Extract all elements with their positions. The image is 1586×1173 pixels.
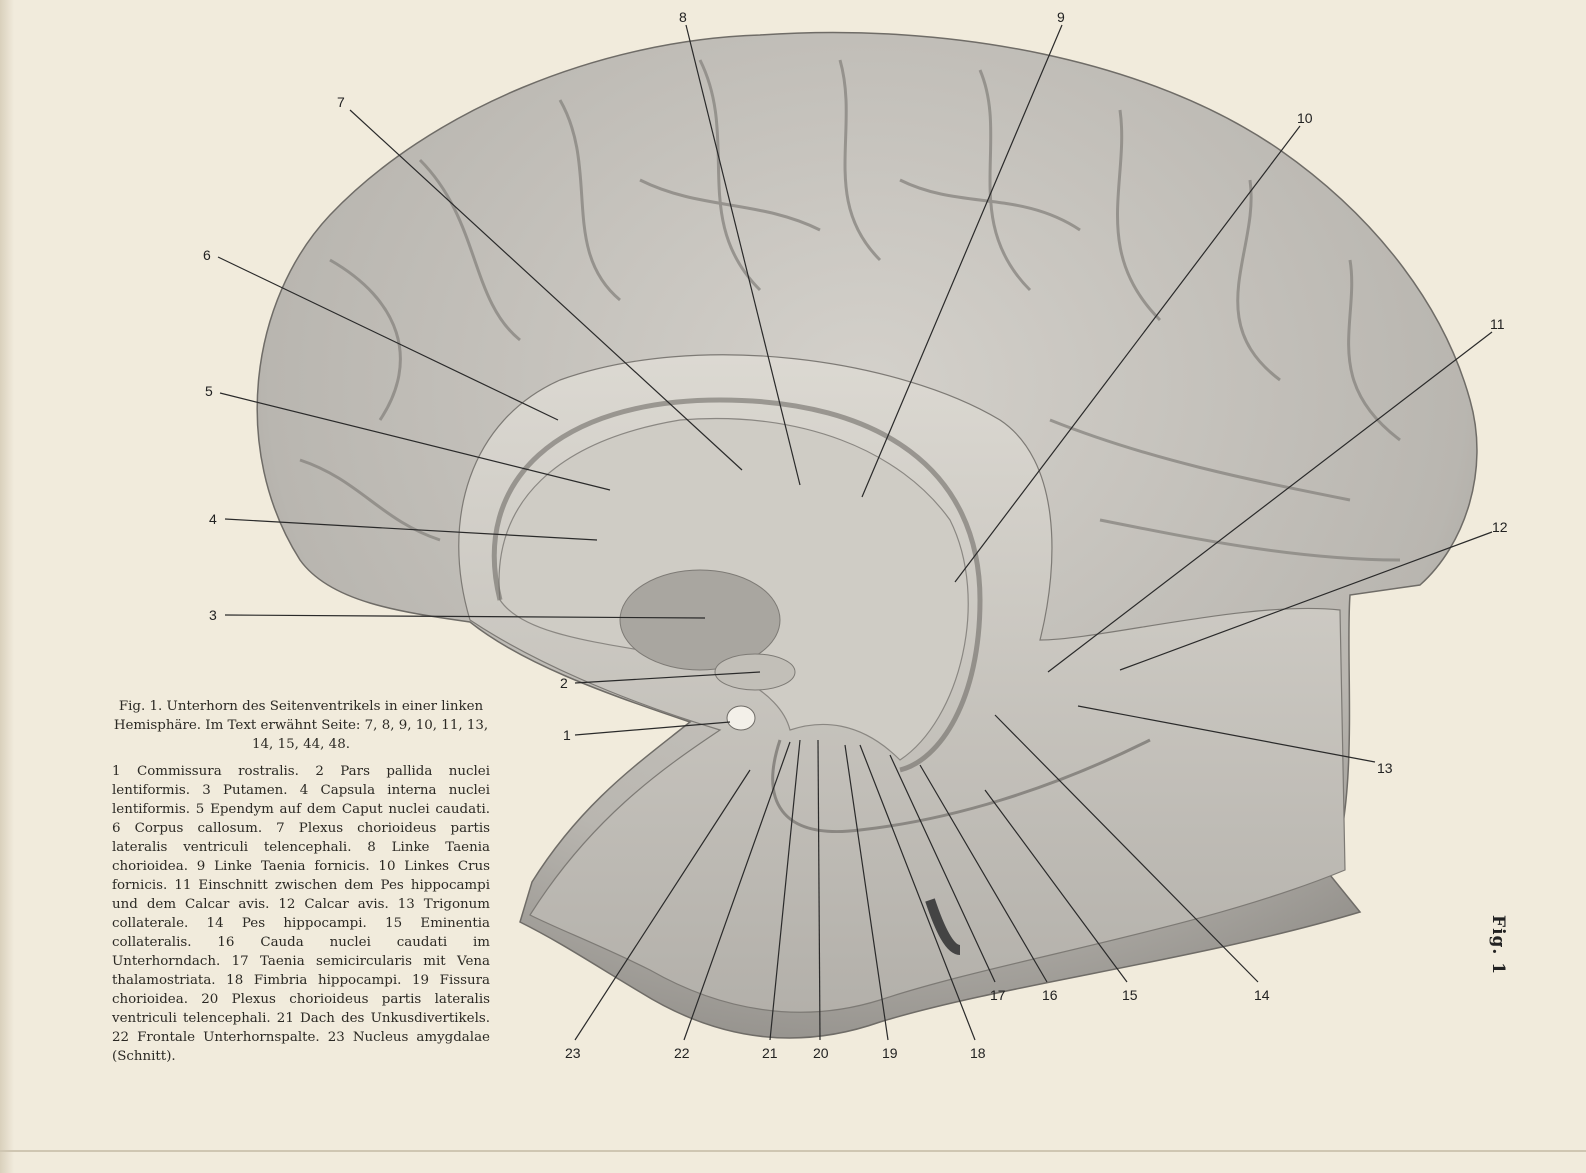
label-15: 15 xyxy=(1122,987,1138,1003)
label-20: 20 xyxy=(813,1045,829,1061)
caption-title: Fig. 1. Unterhorn des Seitenventrikels i… xyxy=(113,699,489,752)
label-13: 13 xyxy=(1377,760,1393,776)
label-12: 12 xyxy=(1492,519,1508,535)
label-4: 4 xyxy=(209,511,217,527)
label-22: 22 xyxy=(674,1045,690,1061)
label-18: 18 xyxy=(970,1045,986,1061)
page-edge-shadow xyxy=(0,0,14,1173)
label-6: 6 xyxy=(203,247,211,263)
label-1: 1 xyxy=(563,727,571,743)
leader-lines xyxy=(217,24,1493,1041)
sulci xyxy=(299,59,1401,562)
label-9: 9 xyxy=(1057,9,1065,25)
putamen xyxy=(619,569,781,671)
cerebral-hemisphere xyxy=(256,31,1478,1039)
commissura-rostralis xyxy=(726,705,756,731)
label-7: 7 xyxy=(337,94,345,110)
figure-labels: 1 2 3 4 5 6 7 8 9 10 11 12 13 14 15 16 1… xyxy=(203,9,1508,1061)
label-21: 21 xyxy=(762,1045,778,1061)
label-19: 19 xyxy=(882,1045,898,1061)
label-5: 5 xyxy=(205,383,213,399)
label-2: 2 xyxy=(560,675,568,691)
label-14: 14 xyxy=(1254,987,1270,1003)
figure-side-tag: Fig. 1 xyxy=(1488,915,1508,976)
figure-caption: Fig. 1. Unterhorn des Seitenventrikels i… xyxy=(112,697,490,1066)
hippocampus-curve xyxy=(771,738,1151,833)
label-11: 11 xyxy=(1490,316,1505,332)
caudate-arc xyxy=(491,397,983,773)
temporal-notch xyxy=(925,898,962,955)
label-17: 17 xyxy=(990,987,1006,1003)
label-8: 8 xyxy=(679,9,687,25)
label-10: 10 xyxy=(1297,110,1313,126)
label-16: 16 xyxy=(1042,987,1058,1003)
label-3: 3 xyxy=(209,607,217,623)
caption-legend: 1 Commissura rostralis. 2 Pars pallida n… xyxy=(112,764,490,1064)
label-23: 23 xyxy=(565,1045,581,1061)
page-bottom-edge xyxy=(0,1150,1586,1152)
